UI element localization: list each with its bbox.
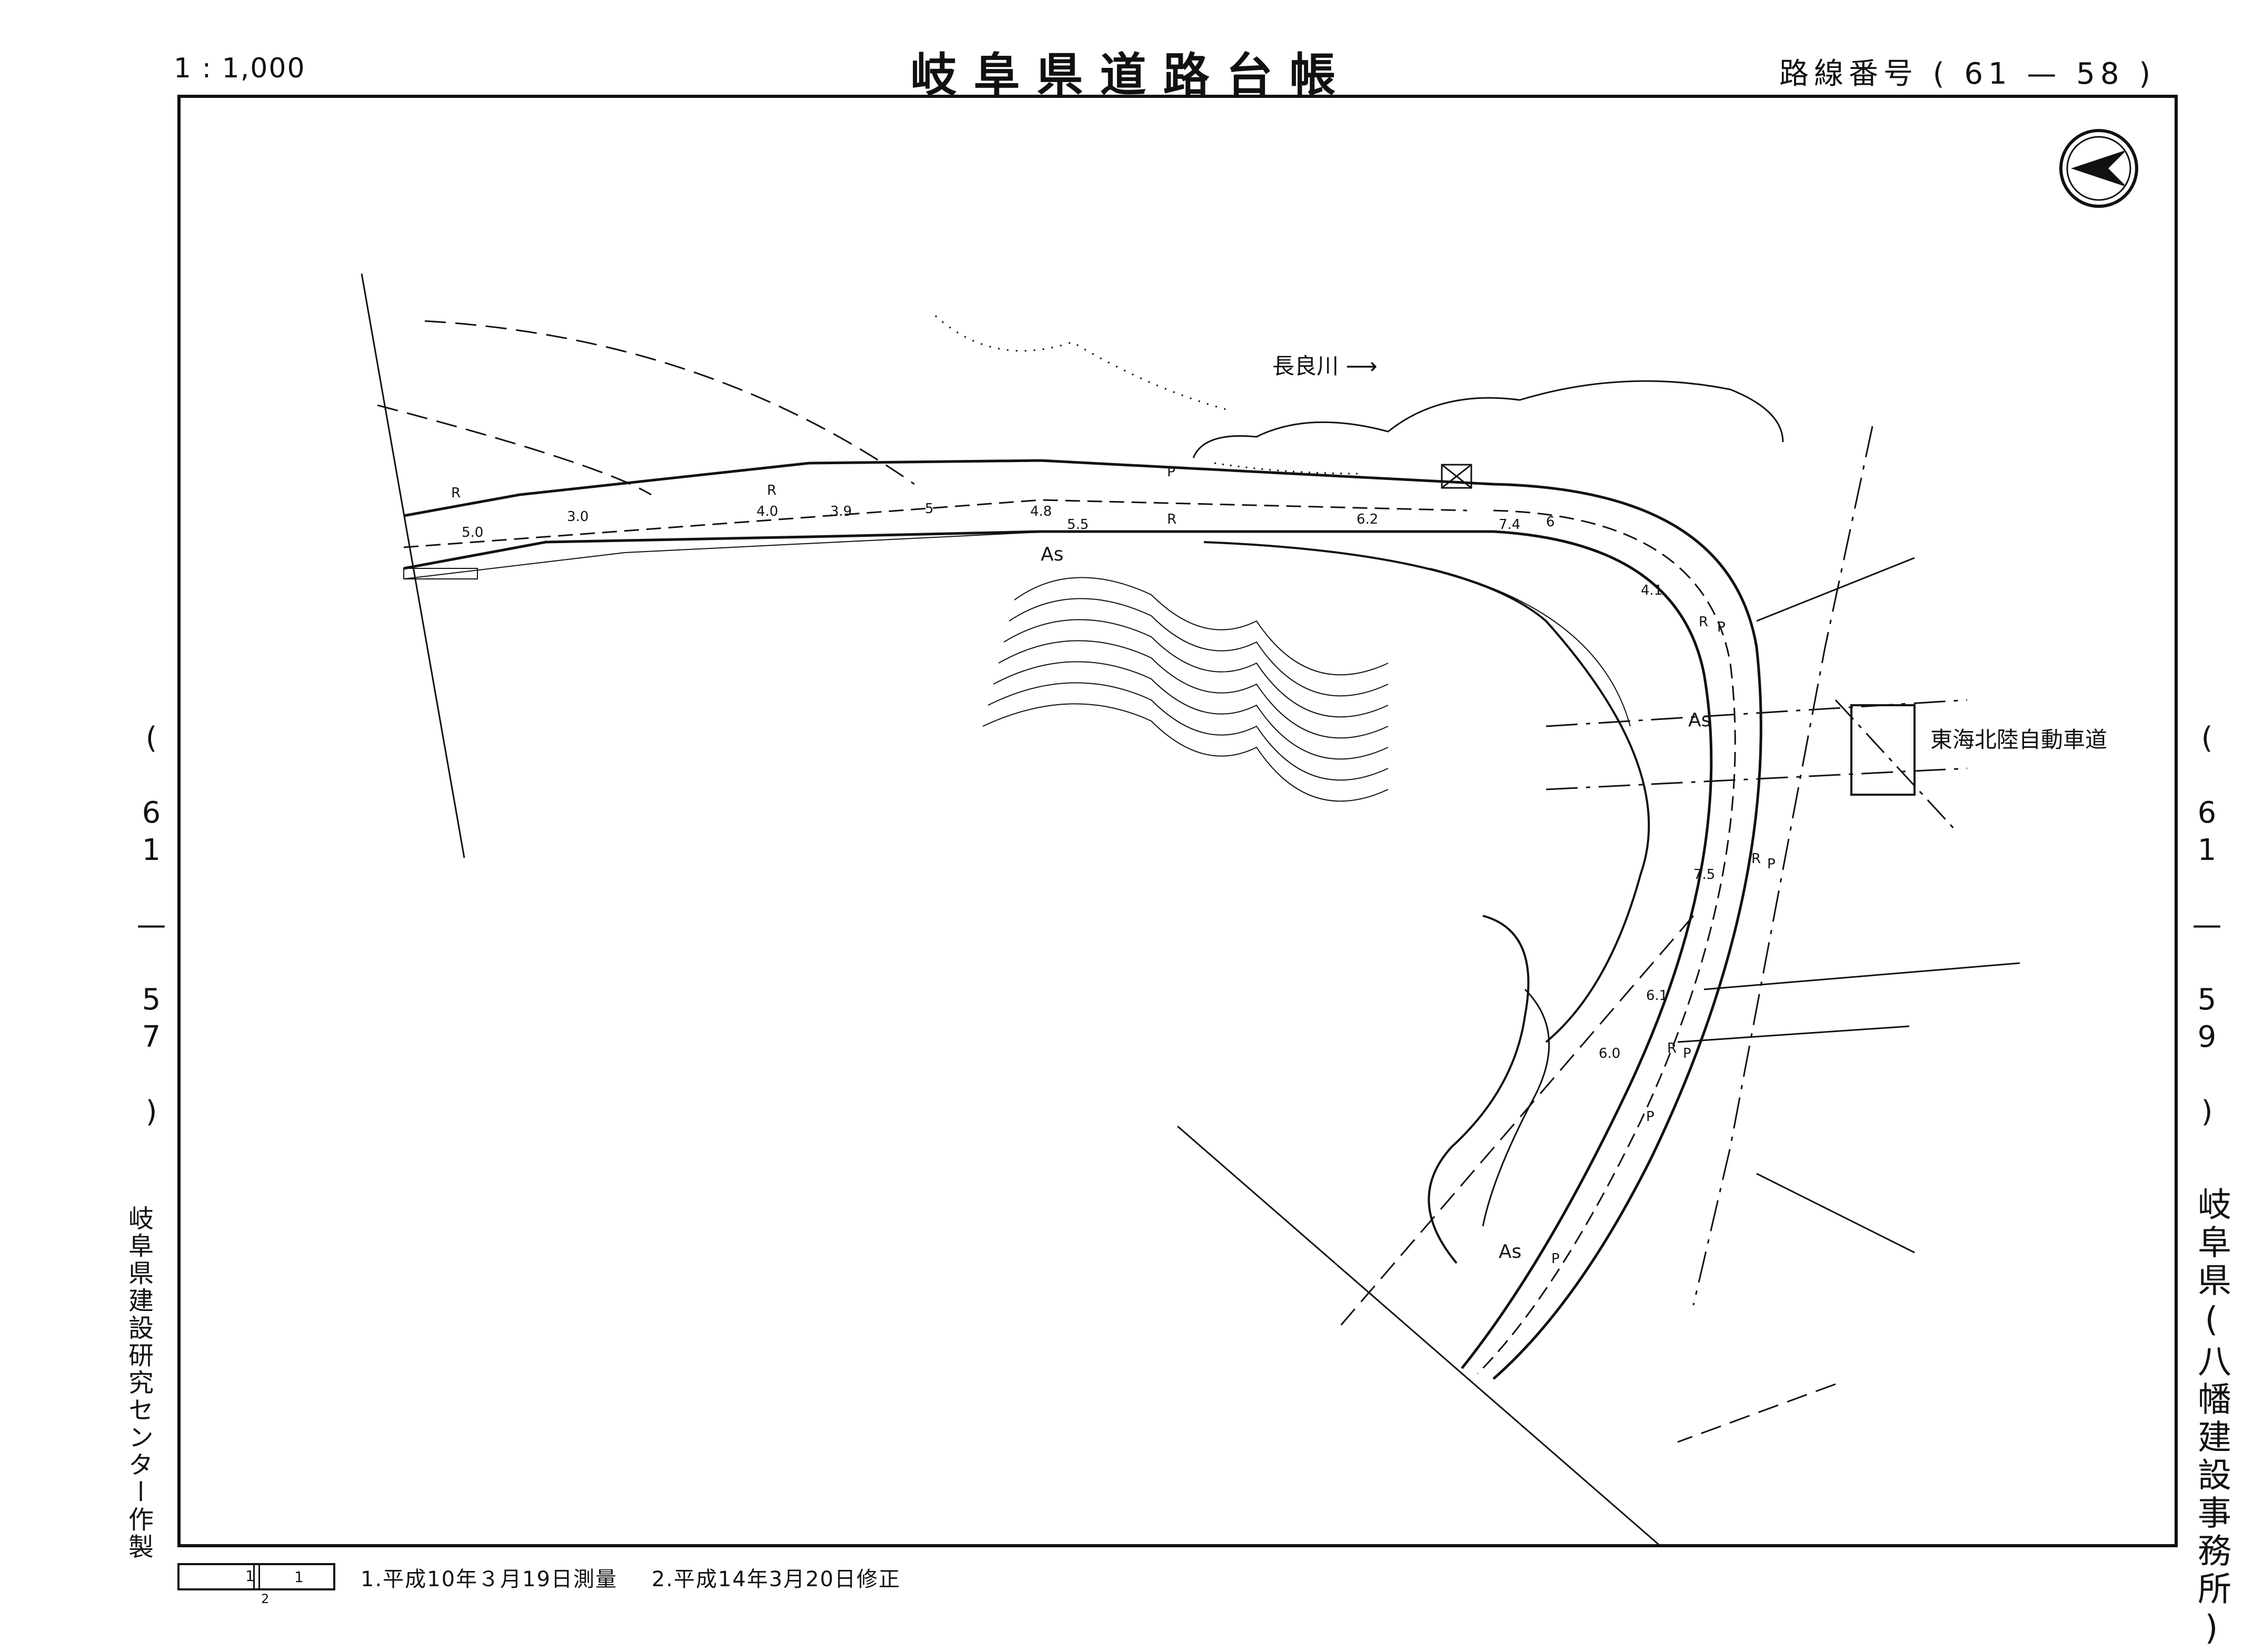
symbol-label: P	[1646, 1109, 1654, 1125]
width-label: 4.8	[1030, 504, 1052, 519]
symbol-label: P	[1167, 464, 1175, 480]
road-map: 長良川 ⟶ 東海北陸自動車道 As As As 5.0 3.0 4.0 3.9 …	[361, 129, 2138, 1547]
sheet-key-map: 1 1 2	[177, 1563, 335, 1606]
width-label: 6.0	[1599, 1046, 1620, 1062]
expressway-label: 東海北陸自動車道	[1930, 727, 2107, 753]
surface-label: As	[1688, 709, 1711, 731]
adjacent-sheet-left: ( 61 — 57 )	[134, 721, 168, 1132]
symbol-label: R	[1667, 1040, 1677, 1056]
symbol-label: R	[451, 485, 461, 501]
maker-credit: 岐阜県建設研究センター作製	[124, 1205, 153, 1561]
width-label: 5.5	[1067, 517, 1089, 533]
history-entry: 2.平成14年3月20日修正	[651, 1567, 901, 1591]
map-scale: 1 : 1,000	[174, 53, 306, 84]
key-cell: 1	[245, 1567, 255, 1585]
width-label: 6.1	[1646, 988, 1668, 1004]
history-entry: 1.平成10年３月19日測量	[361, 1567, 617, 1591]
map-frame	[177, 95, 2178, 1547]
width-label: 4.0	[756, 504, 778, 519]
route-number: 路線番号 ( 61 — 58 )	[1779, 57, 2156, 91]
symbol-label: R	[767, 483, 776, 498]
width-label: 4.1	[1641, 583, 1662, 598]
symbol-label: P	[1683, 1046, 1691, 1062]
north-arrow-icon	[2059, 129, 2138, 208]
office-credit: 岐阜県(八幡建設事務所)	[2192, 1187, 2231, 1652]
symbol-label: P	[1767, 856, 1776, 872]
adjacent-sheet-right: ( 61 — 59 )	[2190, 721, 2224, 1132]
symbol-label: R	[1167, 512, 1177, 527]
page-title: 岐阜県道路台帳	[910, 48, 1353, 102]
symbol-label: R	[1751, 851, 1761, 867]
river-label: 長良川 ⟶	[1272, 353, 1378, 379]
key-divider	[253, 1565, 255, 1588]
symbol-label: P	[1551, 1251, 1560, 1267]
width-label: 3.9	[830, 504, 852, 519]
width-label: 6	[1546, 514, 1555, 530]
width-label: 7.5	[1693, 867, 1715, 883]
width-label: 7.4	[1499, 517, 1520, 533]
width-label: 6.2	[1357, 512, 1378, 527]
symbol-label: R	[1699, 614, 1708, 630]
symbol-label: P	[1717, 619, 1726, 635]
width-label: 5.0	[462, 525, 483, 540]
key-divider	[258, 1565, 260, 1588]
width-label: 3.0	[567, 509, 589, 525]
surface-label: As	[1499, 1241, 1521, 1263]
key-sub: 2	[261, 1591, 270, 1606]
surface-label: As	[1041, 544, 1063, 565]
key-cell: 1	[294, 1568, 304, 1586]
survey-history: 1.平成10年３月19日測量 2.平成14年3月20日修正	[361, 1562, 927, 1593]
width-label: 5	[925, 501, 934, 517]
